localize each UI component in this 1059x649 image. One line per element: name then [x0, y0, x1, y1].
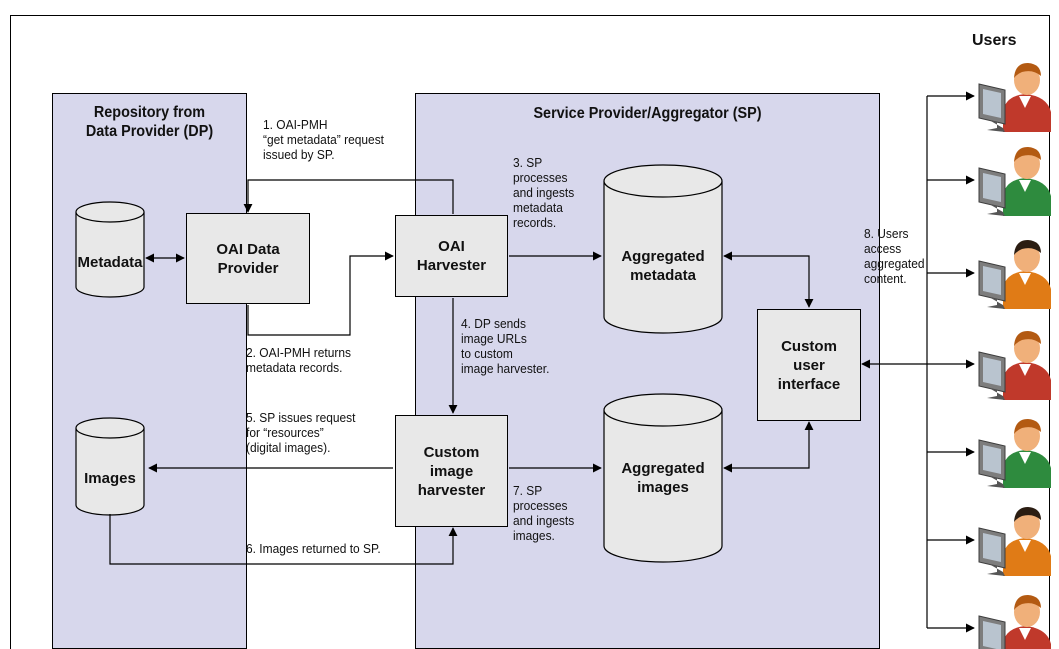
- step6-note: 6. Images returned to SP.: [246, 541, 381, 556]
- custom-image-harvester-box: Custom image harvester: [395, 415, 508, 527]
- diagram-frame: [10, 15, 1050, 649]
- metadata-ui-link: [723, 251, 814, 308]
- user-icon: [978, 147, 1051, 216]
- aggregated-metadata-label: Aggregated metadata: [621, 248, 705, 284]
- user-icon: [978, 595, 1051, 649]
- step7-note: 7. SP processes and ingests images.: [513, 483, 575, 543]
- aggregated-metadata-cylinder: [603, 164, 723, 334]
- images-label: Images: [84, 469, 136, 487]
- step2-arrow: [247, 251, 394, 336]
- oai-data-provider-box: OAI Data Provider: [186, 213, 310, 304]
- data-provider-panel: [52, 93, 247, 649]
- custom-user-interface-box: Custom user interface: [757, 309, 861, 421]
- step4-note: 4. DP sends image URLs to custom image h…: [461, 316, 550, 376]
- user-icon: [978, 419, 1051, 488]
- step8-note: 8. Users access aggregated content.: [864, 226, 925, 286]
- metadata-cylinder: [75, 201, 145, 298]
- step1-note: 1. OAI-PMH “get metadata” request issued…: [263, 117, 385, 162]
- users-title: Users: [972, 32, 1017, 49]
- aggregated-images-cylinder: [603, 393, 723, 563]
- user-branches: [927, 91, 975, 633]
- user-figures: [978, 63, 1051, 649]
- images-cylinder: [75, 417, 145, 516]
- metadata-label: Metadata: [77, 253, 143, 271]
- step1-arrow: [243, 179, 454, 214]
- step5-note: 5. SP issues request for “resources” (di…: [246, 410, 356, 455]
- step3-note: 3. SP processes and ingests metadata rec…: [513, 155, 575, 230]
- step6-arrow: [109, 514, 458, 565]
- user-icon: [978, 507, 1051, 576]
- user-icon: [978, 63, 1051, 132]
- user-icon: [978, 331, 1051, 400]
- oai-harvester-box: OAI Harvester: [395, 215, 508, 297]
- service-provider-title: Service Provider/Aggregator (SP): [533, 105, 762, 122]
- data-provider-title: Repository from Data Provider (DP): [85, 104, 214, 140]
- user-icon: [978, 240, 1051, 309]
- step2-note: 2. OAI-PMH returns metadata records.: [246, 345, 352, 375]
- images-ui-link: [723, 421, 814, 473]
- aggregated-images-label: Aggregated images: [621, 460, 705, 496]
